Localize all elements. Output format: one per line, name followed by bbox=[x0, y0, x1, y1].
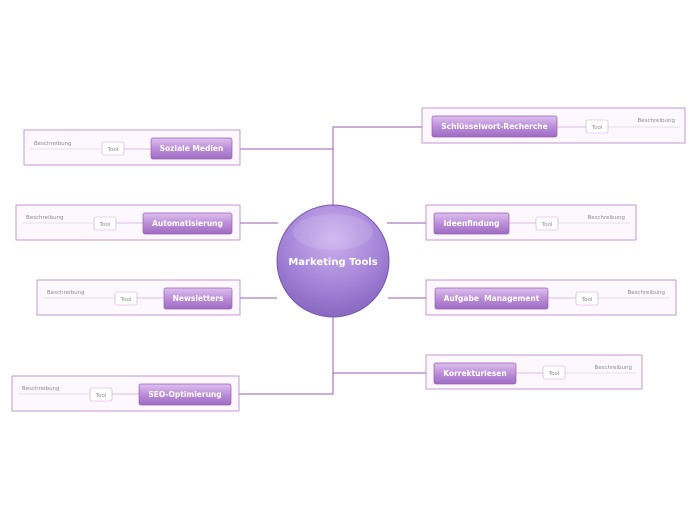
tool-label: Tool bbox=[120, 297, 132, 303]
tool-box[interactable] bbox=[575, 291, 599, 306]
node-korrekturlesen[interactable] bbox=[433, 362, 517, 385]
tool-box[interactable] bbox=[542, 365, 566, 380]
tool-label: Tool bbox=[107, 147, 119, 153]
node-aufgabe-management[interactable] bbox=[434, 287, 549, 310]
node-label: Schlüsselwort-Recherche bbox=[441, 122, 547, 131]
branch-aufgabe-management[interactable]: Beschreibung Tool Aufgabe Management bbox=[425, 279, 677, 316]
branch-ideenfindung[interactable]: Beschreibung Tool Ideenfindung bbox=[425, 204, 637, 241]
description-label: Beschreibung bbox=[34, 141, 72, 147]
branch-soziale-medien[interactable]: Beschreibung Tool Soziale Medien bbox=[23, 129, 241, 166]
connector-soziale-medien bbox=[232, 148, 334, 205]
node-label: Korrekturlesen bbox=[443, 369, 506, 378]
branch-seo-optimierung[interactable]: Beschreibung Tool SEO-Optimierung bbox=[11, 375, 240, 412]
branch-korrekturlesen[interactable]: Beschreibung Tool Korrekturlesen bbox=[425, 354, 643, 390]
description-label: Beschreibung bbox=[637, 118, 675, 124]
tool-box[interactable] bbox=[101, 141, 125, 156]
node-label: Newsletters bbox=[173, 294, 224, 303]
node-soziale-medien[interactable] bbox=[150, 137, 233, 160]
center-circle bbox=[276, 204, 390, 318]
node-label: Automatisierung bbox=[152, 219, 223, 228]
tool-label: Tool bbox=[95, 393, 107, 399]
description-label: Beschreibung bbox=[627, 290, 665, 296]
description-label: Beschreibung bbox=[594, 365, 632, 371]
tool-box[interactable] bbox=[535, 216, 559, 231]
node-seo-optimierung[interactable] bbox=[138, 383, 232, 406]
tool-label: Tool bbox=[581, 297, 593, 303]
node-newsletters[interactable] bbox=[163, 287, 233, 310]
branch-automatisierung[interactable]: Beschreibung Tool Automatisierung bbox=[15, 204, 241, 241]
tool-label: Tool bbox=[99, 222, 111, 228]
tool-label: Tool bbox=[548, 371, 560, 377]
node-automatisierung[interactable] bbox=[142, 212, 233, 235]
node-label: Soziale Medien bbox=[160, 144, 224, 153]
node-label: Aufgabe Management bbox=[444, 294, 540, 303]
tool-label: Tool bbox=[541, 222, 553, 228]
node-label: SEO-Optimierung bbox=[148, 390, 221, 399]
center-label: Marketing Tools bbox=[288, 257, 377, 268]
tool-box[interactable] bbox=[114, 291, 138, 306]
tool-box[interactable] bbox=[93, 216, 117, 231]
node-ideenfindung[interactable] bbox=[433, 212, 510, 235]
center-node[interactable]: Marketing Tools bbox=[276, 204, 390, 318]
node-label: Ideenfindung bbox=[444, 219, 500, 228]
connector-schluesselwort bbox=[332, 126, 432, 205]
connectors bbox=[231, 126, 435, 395]
connector-korrekturlesen bbox=[332, 316, 434, 374]
description-label: Beschreibung bbox=[47, 290, 85, 296]
node-schluesselwort-recherche[interactable] bbox=[431, 115, 558, 138]
connector-seo-optimierung bbox=[231, 316, 334, 395]
tool-box[interactable] bbox=[585, 119, 609, 134]
tool-box[interactable] bbox=[89, 387, 113, 402]
description-label: Beschreibung bbox=[26, 215, 64, 221]
branch-newsletters[interactable]: Beschreibung Tool Newsletters bbox=[36, 279, 241, 316]
description-label: Beschreibung bbox=[587, 215, 625, 221]
branch-schluesselwort-recherche[interactable]: Beschreibung Tool Schlüsselwort-Recherch… bbox=[421, 107, 686, 144]
tool-label: Tool bbox=[591, 125, 603, 131]
description-label: Beschreibung bbox=[22, 386, 60, 392]
